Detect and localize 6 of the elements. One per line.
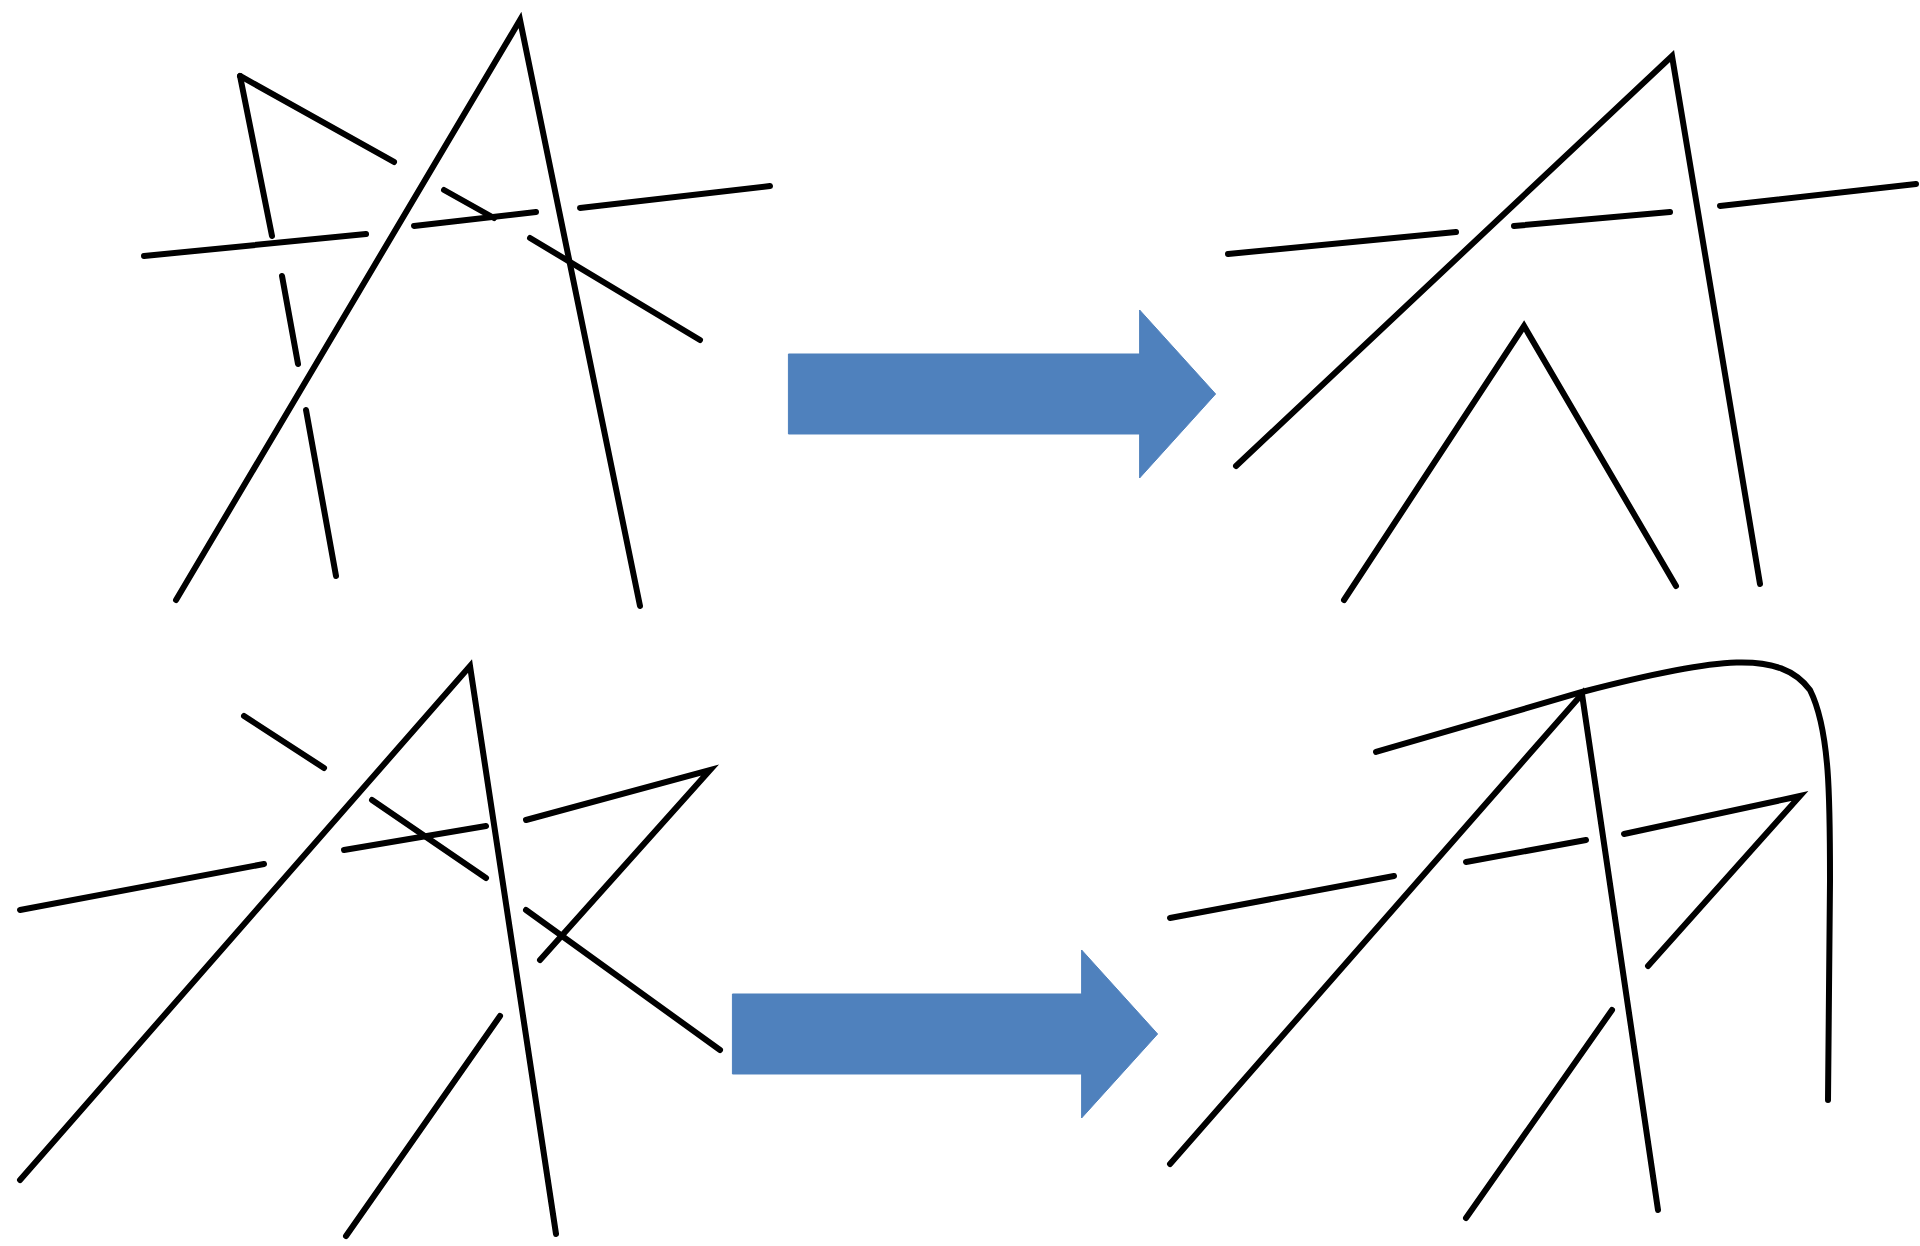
knot-drawing xyxy=(1167,659,1833,1221)
knot-drawing xyxy=(17,659,723,1239)
knot-drawing xyxy=(1225,49,1919,603)
block-arrow xyxy=(787,309,1217,479)
block-arrow xyxy=(731,949,1159,1119)
knot-drawing xyxy=(141,11,773,609)
